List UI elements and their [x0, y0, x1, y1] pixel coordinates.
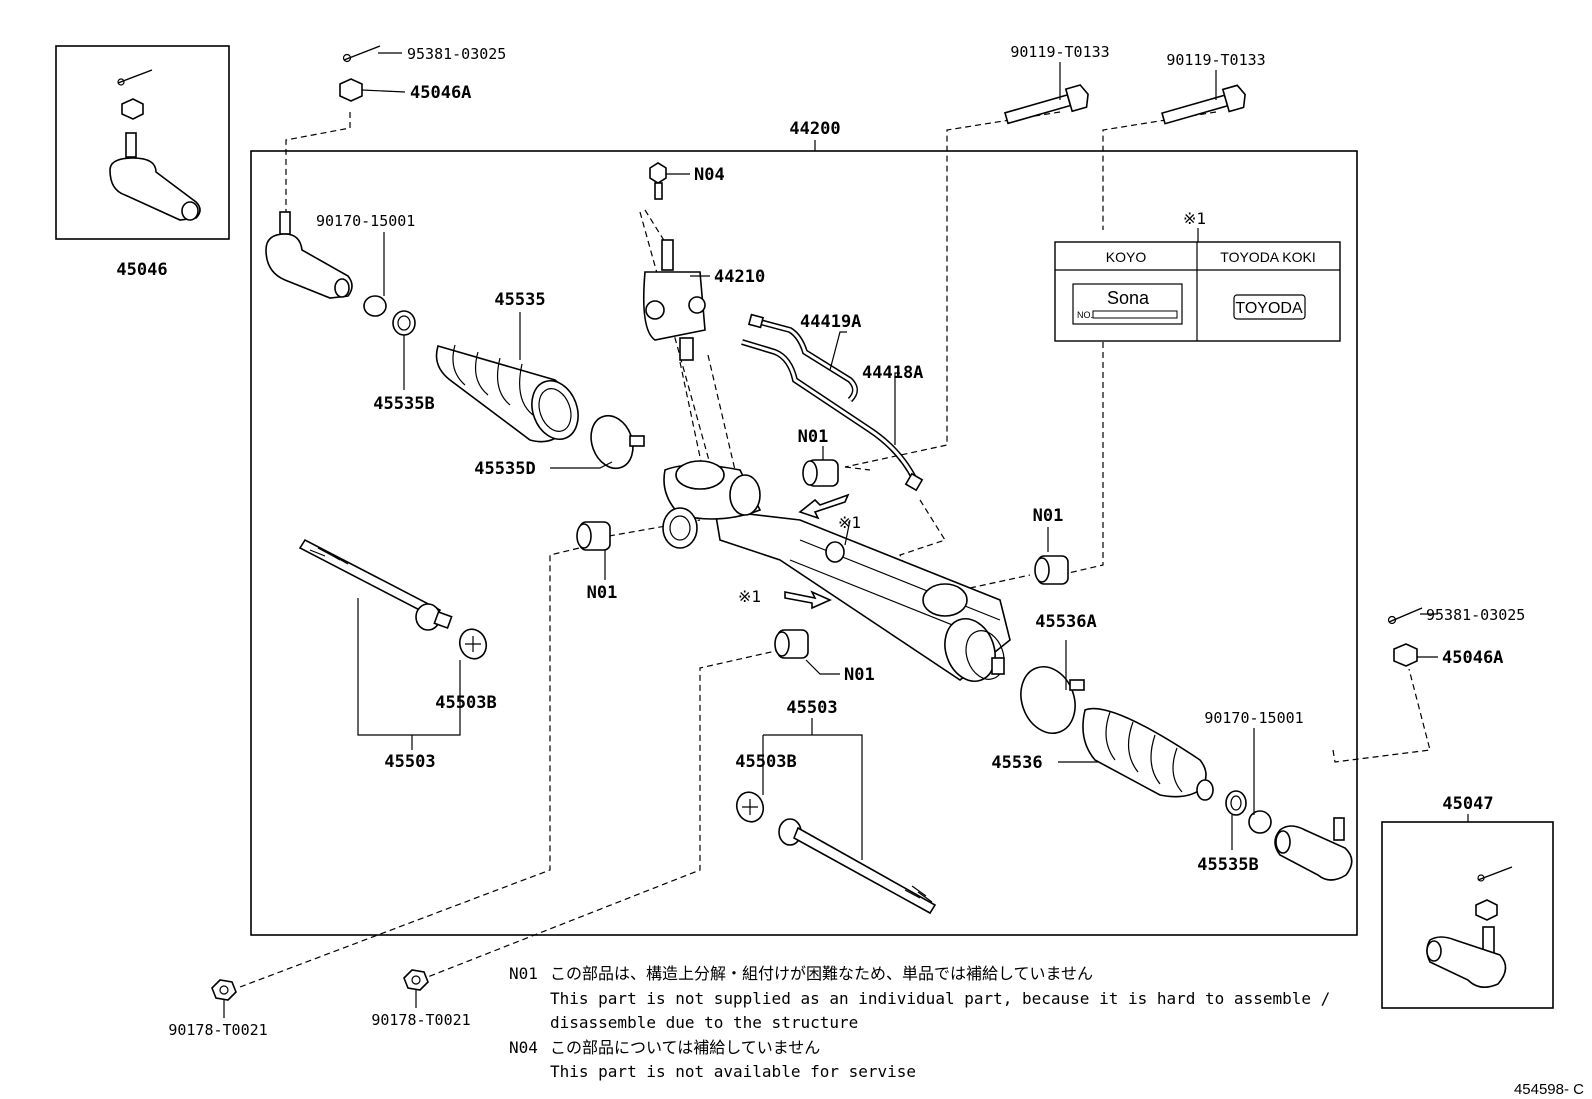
label-clip-left: 45535B	[373, 394, 434, 414]
note-n01-en-1: This part is not supplied as an individu…	[550, 989, 1330, 1008]
note-n04-jp: この部品については補給していません	[550, 1038, 820, 1057]
tie-rod-end-left-detail	[109, 69, 201, 221]
note-n01-en-2: disassemble due to the structure	[550, 1013, 858, 1032]
note-n01-code: N01	[509, 964, 538, 983]
note-n04-en: This part is not available for servise	[550, 1062, 916, 1081]
boot-right	[1082, 707, 1214, 801]
label-valve: 44210	[714, 267, 765, 287]
cotter-pin-right	[1387, 607, 1423, 625]
label-clip-right: 45535B	[1197, 855, 1258, 875]
boot-left	[435, 344, 579, 443]
assembly-frame	[250, 150, 1358, 936]
cotter-pin-top	[342, 45, 381, 63]
hex-nut-right	[1248, 810, 1272, 834]
plate-toyoda-text: TOYODA	[1235, 300, 1303, 317]
label-boot-right: 45536	[991, 753, 1042, 773]
label-tie-end-right-box: 45047	[1442, 794, 1493, 814]
label-assembly: 44200	[789, 119, 840, 139]
label-nut-top: 45046A	[410, 83, 471, 103]
notes-block: N01 この部品は、構造上分解・組付けが困難なため、単品では補給していません T…	[509, 964, 1330, 1081]
plate-no-prefix: NO.	[1077, 310, 1093, 320]
label-n04: N04	[694, 165, 725, 185]
label-rod-left: 45503	[384, 752, 435, 772]
label-nut-left: 90170-15001	[316, 212, 415, 230]
inner-tie-rod-left	[298, 538, 453, 631]
label-cotter-pin-top: 95381-03025	[407, 45, 506, 63]
clip-right	[1225, 790, 1247, 816]
label-ref-mark-2: ※1	[738, 587, 761, 606]
castle-nut-right	[1393, 643, 1418, 667]
clip-left	[392, 310, 416, 336]
bushing-n01-top	[802, 459, 839, 487]
bolt-top-1	[1003, 84, 1089, 125]
n04-bolt	[649, 162, 667, 200]
hex-nut-left	[363, 295, 387, 317]
leader-lines	[223, 52, 1469, 1018]
tie-rod-end-left	[265, 211, 353, 299]
ref-arrow-2	[784, 590, 832, 610]
bolt-top-2	[1161, 84, 1246, 125]
label-bolt-bottom-2: 90178-T0021	[371, 1011, 470, 1029]
bushing-n01-center	[774, 629, 809, 659]
flange-bolt-bottom-1	[211, 979, 237, 1001]
label-n01-top: N01	[798, 427, 829, 447]
table-col-koyo: KOYO	[1106, 249, 1147, 265]
label-tie-end-left-box: 45046	[116, 260, 167, 280]
clamp-right	[1020, 666, 1085, 734]
table-ref-mark: ※1	[1183, 209, 1206, 228]
label-pipe-a: 44419A	[800, 312, 861, 332]
bushing-n01-left	[576, 521, 611, 551]
plate-sona-text: Sona	[1107, 288, 1150, 308]
note-n01-jp: この部品は、構造上分解・組付けが困難なため、単品では補給していません	[550, 964, 1093, 983]
note-n04-code: N04	[509, 1038, 538, 1057]
tie-rod-end-right	[1274, 817, 1353, 881]
tie-rod-end-right-detail	[1426, 866, 1513, 988]
label-n01-center: N01	[844, 665, 875, 685]
label-rod-center: 45503	[786, 698, 837, 718]
inner-tie-rod-center	[778, 818, 937, 915]
label-n01-left: N01	[587, 583, 618, 603]
label-boot-left: 45535	[494, 290, 545, 310]
label-rod-center-washer: 45503B	[735, 752, 796, 772]
flange-bolt-bottom-2	[403, 969, 429, 991]
label-nut-right-end: 90170-15001	[1204, 709, 1303, 727]
lock-washer-left	[458, 628, 488, 660]
label-clamp-left: 45535D	[474, 459, 535, 479]
table-col-toyoda-koki: TOYODA KOKI	[1220, 249, 1315, 265]
pipe-44419a	[747, 313, 858, 403]
label-bolt-1: 90119-T0133	[1010, 43, 1109, 61]
supplier-table: KOYO TOYODA KOKI Sona NO. TOYODA ※1	[1054, 209, 1341, 342]
bushing-n01-right	[1034, 555, 1069, 585]
ref-arrow-1	[798, 493, 850, 520]
castle-nut-top	[339, 78, 363, 102]
pipe-44418a	[741, 339, 924, 492]
diagram-id: 454598- C	[1514, 1081, 1584, 1098]
control-valve	[642, 239, 706, 361]
lock-washer-center	[735, 791, 765, 823]
tie-end-left-box	[55, 45, 230, 240]
label-n01-right: N01	[1033, 506, 1064, 526]
label-bolt-bottom-1: 90178-T0021	[168, 1021, 267, 1039]
label-rod-left-washer: 45503B	[435, 693, 496, 713]
label-clamp-right: 45536A	[1035, 612, 1096, 632]
label-nut-right: 45046A	[1442, 648, 1503, 668]
label-bolt-2: 90119-T0133	[1166, 51, 1265, 69]
label-cotter-pin-right: 95381-03025	[1426, 606, 1525, 624]
label-ref-mark-1: ※1	[838, 513, 861, 532]
clamp-left	[590, 414, 645, 470]
label-pipe-b: 44418A	[862, 363, 923, 383]
rack-housing	[662, 460, 1011, 682]
